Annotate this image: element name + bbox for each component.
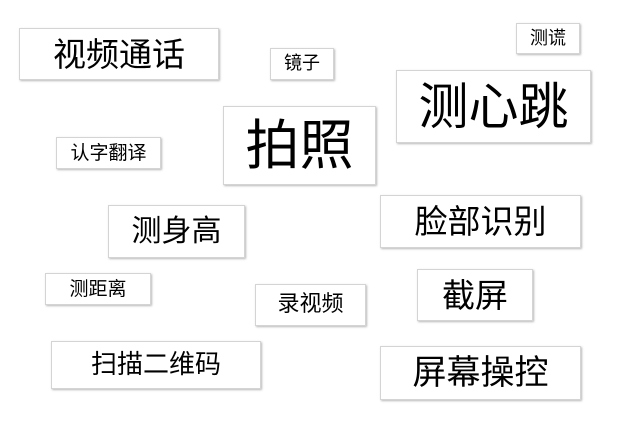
scan-qr-code-button[interactable]: 扫描二维码: [51, 341, 261, 389]
scan-qr-code-label: 扫描二维码: [90, 350, 221, 380]
take-photo-label: 拍照: [245, 113, 354, 177]
mirror-label: 镜子: [284, 53, 320, 74]
text-translate-label: 认字翻译: [70, 141, 147, 164]
screen-control-button[interactable]: 屏幕操控: [380, 346, 581, 400]
measure-height-button[interactable]: 测身高: [108, 205, 245, 258]
mirror-button[interactable]: 镜子: [270, 48, 334, 80]
heart-rate-label: 测心跳: [418, 77, 569, 136]
lie-detector-button[interactable]: 测谎: [516, 23, 580, 54]
record-video-label: 录视频: [277, 292, 344, 317]
screen-control-label: 屏幕操控: [412, 353, 549, 393]
video-call-label: 视频通话: [53, 34, 185, 74]
text-translate-button[interactable]: 认字翻译: [56, 137, 161, 169]
video-call-button[interactable]: 视频通话: [19, 28, 219, 80]
measure-height-label: 测身高: [131, 213, 222, 249]
screenshot-button[interactable]: 截屏: [417, 269, 533, 321]
lie-detector-label: 测谎: [530, 27, 566, 49]
record-video-button[interactable]: 录视频: [255, 284, 366, 326]
face-recognition-button[interactable]: 脸部识别: [380, 195, 581, 248]
measure-distance-label: 测距离: [69, 277, 127, 300]
screenshot-label: 截屏: [442, 275, 508, 315]
take-photo-button[interactable]: 拍照: [223, 106, 376, 185]
measure-distance-button[interactable]: 测距离: [45, 273, 151, 305]
heart-rate-button[interactable]: 测心跳: [396, 70, 591, 143]
face-recognition-label: 脸部识别: [414, 202, 547, 241]
